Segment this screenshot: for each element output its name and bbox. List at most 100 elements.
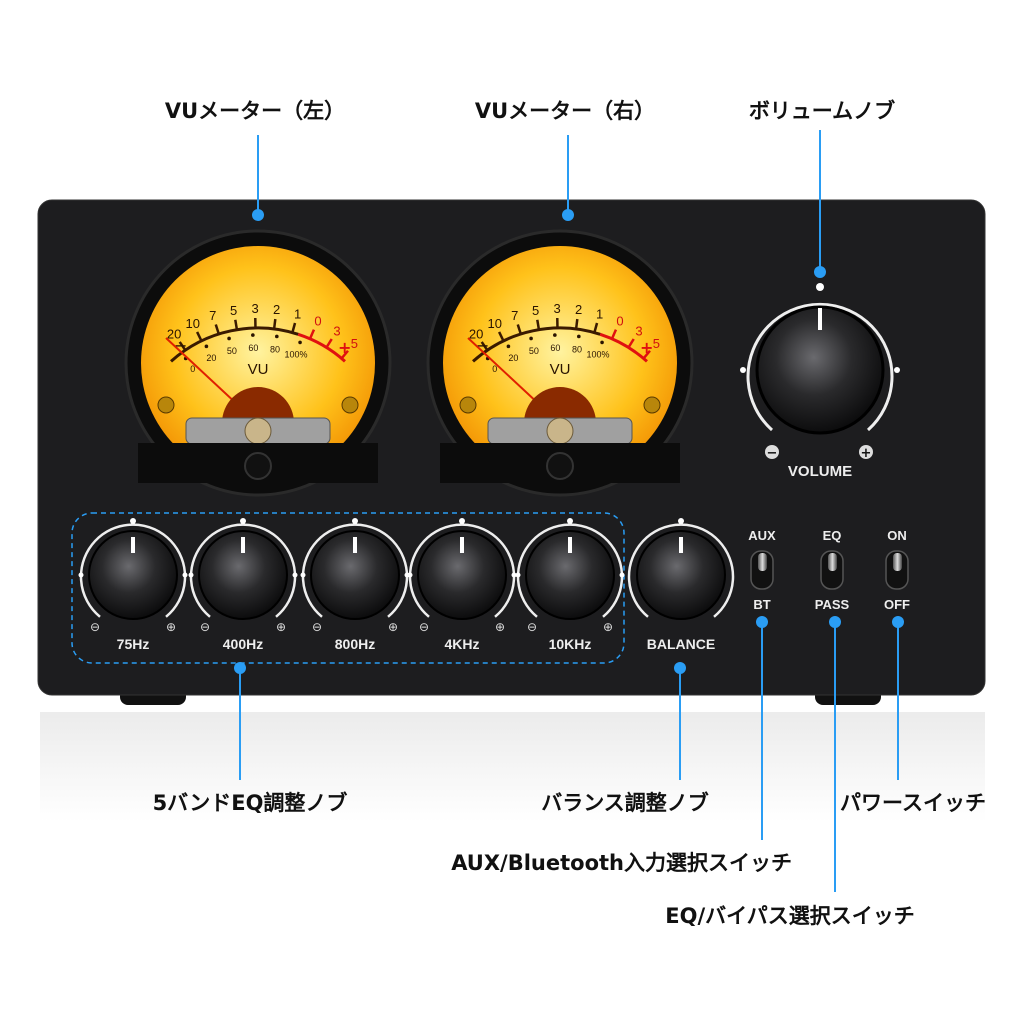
minus-icon: ⊖ xyxy=(419,620,429,634)
meter-plus: + xyxy=(640,338,653,357)
meter-scale-top: 7 xyxy=(511,308,518,323)
meter-minus: − xyxy=(476,336,489,355)
callout-dot xyxy=(562,209,574,221)
eq-knob-4khz[interactable]: ⊖⊕ xyxy=(407,518,517,634)
callout-vu-left: VUメーター（左） xyxy=(165,99,345,221)
eq-knob-4khz-label: 4KHz xyxy=(444,636,479,652)
meter-adjust-screw-icon xyxy=(244,452,272,480)
meter-scale-top: 3 xyxy=(251,301,258,316)
meter-scale-top: 7 xyxy=(209,308,216,323)
plus-icon: ⊕ xyxy=(603,620,613,634)
eq-knob-10khz-label: 10KHz xyxy=(549,636,592,652)
meter-scale-bottom: 20 xyxy=(206,353,216,363)
volume-minus: − xyxy=(767,446,778,461)
switch-label-top: EQ xyxy=(823,528,842,543)
callout-dot xyxy=(756,616,768,628)
meter-vu-label: VU xyxy=(248,361,269,378)
meter-scale-bottom: 80 xyxy=(572,344,582,354)
callout-eq-knobs: 5バンドEQ調整ノブ xyxy=(153,662,348,815)
eq-knob-75hz-label: 75Hz xyxy=(117,636,150,652)
minus-icon: ⊖ xyxy=(312,620,322,634)
callout-label: VUメーター（左） xyxy=(165,99,345,123)
eq-knob-75hz[interactable]: ⊖⊕ xyxy=(78,518,188,634)
meter-scale-top: 5 xyxy=(653,336,660,351)
meter-minus: − xyxy=(174,336,187,355)
meter-scale-top: 20 xyxy=(167,327,181,342)
callout-label: VUメーター（右） xyxy=(475,99,655,123)
toggle-switch-on[interactable] xyxy=(885,550,909,590)
meter-scale-bottom: 60 xyxy=(550,343,560,353)
plus-icon: ⊕ xyxy=(388,620,398,634)
callout-volume-knob: ボリュームノブ xyxy=(749,99,895,278)
meter-scale-top: 2 xyxy=(575,302,582,317)
meter-scale-top: 0 xyxy=(616,313,623,328)
plus-icon: ⊕ xyxy=(166,620,176,634)
meter-scale-top: 20 xyxy=(469,327,483,342)
volume-minus-icon xyxy=(765,445,779,459)
callout-dot xyxy=(234,662,246,674)
toggle-switch-aux[interactable] xyxy=(750,550,774,590)
meter-scale-top: 5 xyxy=(351,336,358,351)
meter-scale-bottom: 0 xyxy=(492,364,497,374)
switch-label-top: ON xyxy=(887,528,907,543)
meter-scale-top: 0 xyxy=(314,313,321,328)
callout-dot xyxy=(892,616,904,628)
callout-aux-bt-switch: AUX/Bluetooth入力選択スイッチ xyxy=(451,616,792,875)
meter-adjust-screw-icon xyxy=(546,452,574,480)
balance-knob-label: BALANCE xyxy=(647,636,715,652)
volume-knob[interactable] xyxy=(740,283,900,435)
volume-plus: + xyxy=(861,446,872,461)
meter-vu-label: VU xyxy=(550,361,571,378)
eq-knob-800hz[interactable]: ⊖⊕ xyxy=(300,518,410,634)
toggle-switch-eq[interactable] xyxy=(820,550,844,590)
volume-plus-icon xyxy=(859,445,873,459)
meter-scale-top: 2 xyxy=(273,302,280,317)
meter-scale-bottom: 20 xyxy=(508,353,518,363)
callout-label: AUX/Bluetooth入力選択スイッチ xyxy=(451,851,792,875)
meter-scale-top: 3 xyxy=(635,323,642,338)
meter-scale-bottom: 0 xyxy=(190,364,195,374)
switch-label-bottom: BT xyxy=(753,597,770,612)
switch-label-bottom: PASS xyxy=(815,597,850,612)
eq-knob-10khz[interactable]: ⊖⊕ xyxy=(515,518,625,634)
volume-label: VOLUME xyxy=(788,463,852,480)
meter-scale-top: 5 xyxy=(532,303,539,318)
callout-dot xyxy=(252,209,264,221)
meter-scale-top: 3 xyxy=(553,301,560,316)
plus-icon: ⊕ xyxy=(495,620,505,634)
meter-scale-top: 1 xyxy=(294,306,301,321)
meter-scale-bottom: 100% xyxy=(284,350,307,360)
callout-power-switch: パワースイッチ xyxy=(840,616,986,815)
meter-scale-bottom: 60 xyxy=(248,343,258,353)
callout-label: バランス調整ノブ xyxy=(541,791,709,815)
callout-vu-right: VUメーター（右） xyxy=(475,99,655,221)
meter-plus: + xyxy=(338,338,351,357)
callout-label: 5バンドEQ調整ノブ xyxy=(153,791,348,815)
meter-scale-top: 10 xyxy=(186,316,200,331)
balance-knob[interactable] xyxy=(627,518,735,620)
switch-label-top: AUX xyxy=(748,528,776,543)
meter-scale-bottom: 50 xyxy=(529,346,539,356)
callout-balance-knob: バランス調整ノブ xyxy=(541,662,709,815)
meter-scale-bottom: 80 xyxy=(270,344,280,354)
meter-scale-top: 1 xyxy=(596,306,603,321)
meter-scale-bottom: 50 xyxy=(227,346,237,356)
meter-scale-bottom: 100% xyxy=(586,350,609,360)
plus-icon: ⊕ xyxy=(276,620,286,634)
eq-knob-400hz[interactable]: ⊖⊕ xyxy=(188,518,298,634)
callout-dot xyxy=(674,662,686,674)
eq-knob-800hz-label: 800Hz xyxy=(335,636,375,652)
callout-dot xyxy=(814,266,826,278)
callout-label: パワースイッチ xyxy=(840,791,986,815)
minus-icon: ⊖ xyxy=(200,620,210,634)
meter-scale-top: 10 xyxy=(488,316,502,331)
meter-scale-top: 3 xyxy=(333,323,340,338)
reflection xyxy=(40,712,985,822)
minus-icon: ⊖ xyxy=(90,620,100,634)
callout-dot xyxy=(829,616,841,628)
eq-group-outline xyxy=(71,512,625,664)
callout-label: EQ/バイパス選択スイッチ xyxy=(665,904,914,928)
